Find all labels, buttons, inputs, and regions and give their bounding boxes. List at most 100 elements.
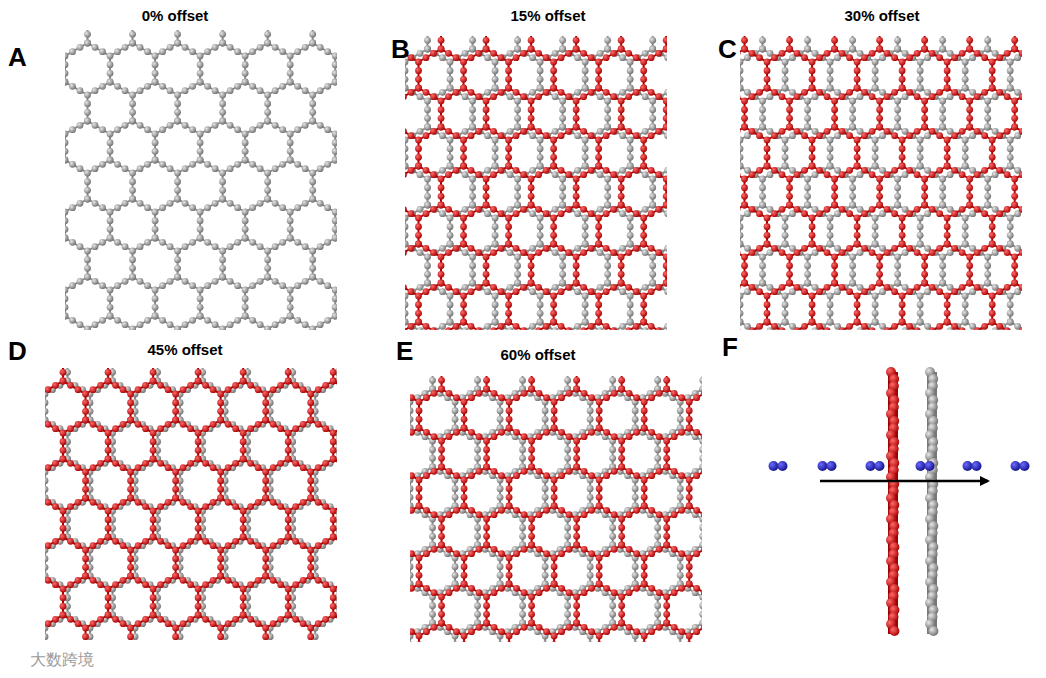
atom [528, 106, 535, 113]
atom [618, 202, 625, 209]
atom [129, 100, 136, 107]
atom [249, 239, 256, 246]
atom [543, 210, 550, 217]
atom [152, 304, 159, 311]
atom [84, 187, 91, 194]
atom [197, 157, 204, 164]
atom [490, 249, 497, 256]
bond [133, 43, 156, 56]
atom [619, 210, 626, 217]
atom [475, 284, 482, 291]
atom [559, 37, 566, 44]
atom [438, 46, 445, 53]
atom [219, 274, 226, 281]
atom [122, 165, 129, 172]
atom [84, 118, 91, 125]
atom [462, 284, 469, 291]
atom [528, 202, 535, 209]
bond [874, 218, 876, 244]
atom [559, 46, 566, 53]
atom [445, 128, 452, 135]
atom [469, 184, 476, 191]
atom [272, 278, 279, 285]
atom [77, 200, 84, 207]
atom [227, 200, 234, 207]
atom [107, 148, 114, 155]
atom [447, 223, 454, 230]
atom [294, 282, 301, 289]
bond [223, 121, 246, 134]
atom [627, 241, 634, 248]
atom [514, 124, 521, 131]
atom [505, 301, 512, 308]
atom [649, 262, 656, 269]
bond [740, 296, 741, 322]
atom [648, 132, 655, 139]
atom [445, 284, 452, 291]
atom [408, 132, 415, 139]
atom [227, 243, 234, 250]
atom [257, 87, 264, 94]
bond [599, 205, 622, 218]
atom [405, 249, 407, 256]
atom [537, 241, 544, 248]
atom [405, 284, 407, 291]
bond [178, 121, 201, 134]
atom [197, 79, 204, 86]
atom [423, 167, 430, 174]
atom [492, 241, 499, 248]
atom [204, 161, 211, 168]
atom [460, 319, 467, 326]
atom [219, 196, 226, 203]
atom [279, 204, 286, 211]
atom [827, 85, 834, 92]
atom [595, 301, 602, 308]
bond [509, 205, 532, 218]
atom [507, 171, 514, 178]
atom [332, 287, 337, 294]
atom [513, 210, 520, 217]
atom [424, 202, 431, 209]
bond [629, 62, 631, 88]
bond [762, 179, 764, 205]
atom [317, 87, 324, 94]
atom [483, 184, 490, 191]
atom [84, 248, 91, 255]
atom [640, 215, 647, 222]
atom [595, 145, 602, 152]
atom [528, 37, 535, 44]
atom [107, 209, 114, 216]
atom [740, 85, 743, 92]
atom [152, 131, 159, 138]
atom [445, 249, 452, 256]
atom [505, 67, 512, 74]
atom [483, 124, 490, 131]
atom [174, 118, 181, 125]
bond [155, 82, 178, 95]
atom [415, 319, 422, 326]
atom [640, 76, 647, 83]
atom [505, 241, 512, 248]
bond [441, 49, 464, 62]
atom [424, 98, 431, 105]
atom [642, 93, 649, 100]
atom [453, 288, 460, 295]
atom [408, 89, 415, 96]
atom [309, 178, 316, 185]
atom [595, 67, 602, 74]
atom [469, 115, 476, 122]
bond [245, 199, 268, 212]
atom [640, 241, 647, 248]
atom [475, 249, 482, 256]
atom [405, 206, 407, 213]
atom [99, 204, 106, 211]
bond [109, 56, 111, 82]
atom [122, 44, 129, 51]
atom [759, 37, 766, 44]
bond [644, 205, 667, 218]
atom [469, 271, 476, 278]
atom [174, 265, 181, 272]
bond [644, 127, 667, 140]
atom [447, 163, 454, 170]
atom [174, 256, 181, 263]
